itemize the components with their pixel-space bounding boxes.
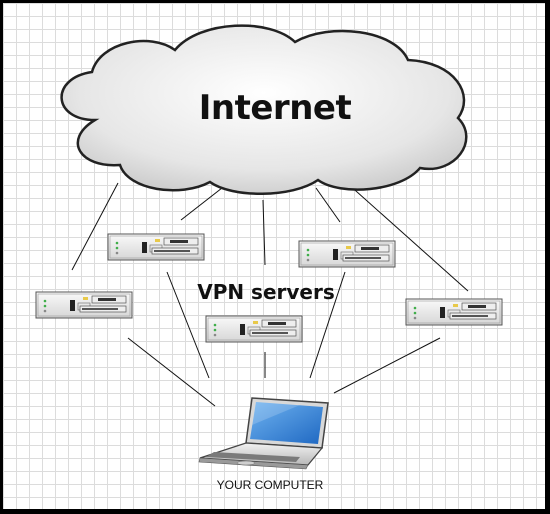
link-cloud-server-4 [315, 187, 341, 223]
link-server-4-laptop [309, 271, 346, 379]
your-computer-label: YOUR COMPUTER [216, 478, 324, 492]
vpn-servers-label: VPN servers [197, 280, 335, 304]
link-cloud-server-5 [346, 182, 469, 292]
link-cloud-server-2 [180, 187, 223, 221]
vpn-server-1 [107, 233, 205, 261]
vpn-server-3 [35, 291, 133, 319]
connection-lines [71, 182, 469, 407]
link-server-2-laptop [166, 271, 210, 379]
vpn-server-2 [298, 240, 396, 268]
internet-cloud [60, 24, 468, 195]
vpn-server-5 [205, 315, 303, 343]
link-server-1-laptop [127, 337, 216, 407]
internet-label: Internet [198, 88, 352, 128]
link-server-5-laptop [333, 337, 441, 394]
link-cloud-server-1 [71, 182, 119, 271]
vpn-server-4 [405, 298, 503, 326]
laptop-icon [198, 397, 329, 470]
link-cloud-server-3 [262, 199, 266, 266]
